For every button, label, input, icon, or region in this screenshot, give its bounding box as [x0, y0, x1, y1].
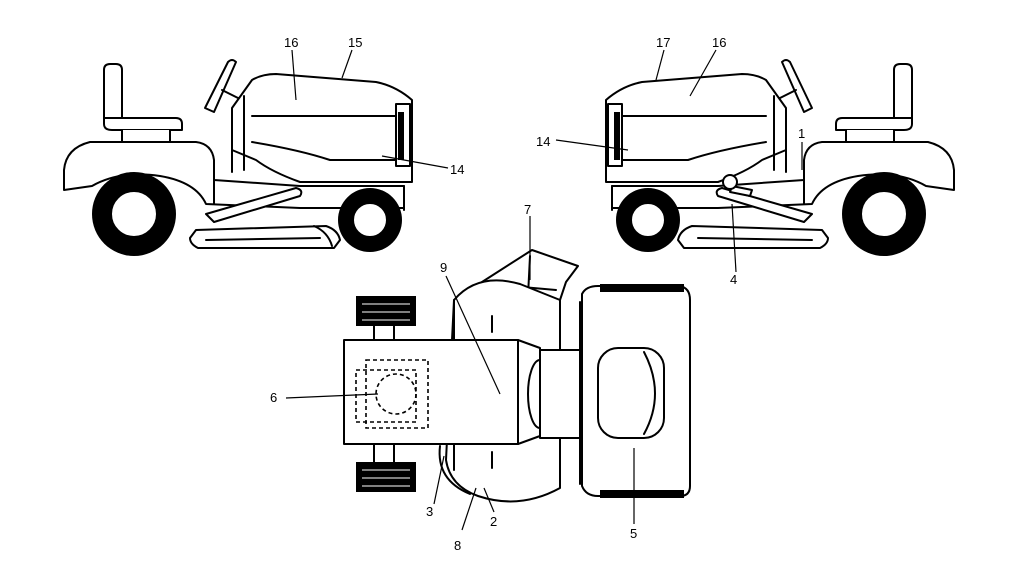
- callout-9-top: 9: [440, 260, 447, 275]
- callout-5-top: 5: [630, 526, 637, 541]
- callout-2-top: 2: [490, 514, 497, 529]
- front-wheel-left: [338, 188, 402, 252]
- callout-14-left: 14: [450, 162, 464, 177]
- callout-6-top: 6: [270, 390, 277, 405]
- tractor-top-view: 7 9 6 3 8 2 5: [270, 202, 691, 553]
- rear-wheel-right: [842, 172, 926, 256]
- callout-8-top: 8: [454, 538, 461, 553]
- callout-14-right: 14: [536, 134, 550, 149]
- rear-wheel-left: [92, 172, 176, 256]
- seat-left: [103, 63, 183, 143]
- mower-deck-right: [677, 225, 829, 249]
- mower-deck-left: [189, 225, 341, 249]
- callout-16-left: 16: [284, 35, 298, 50]
- front-tire-lower: [356, 462, 416, 492]
- callout-1-right: 1: [798, 126, 805, 141]
- callout-15-left: 15: [348, 35, 362, 50]
- seat-top: [597, 347, 665, 439]
- hood-right: [605, 73, 787, 183]
- seat-right: [835, 63, 913, 143]
- callout-3-top: 3: [426, 504, 433, 519]
- hood-top: [343, 339, 519, 445]
- callout-16-right: 16: [712, 35, 726, 50]
- callout-4-right: 4: [730, 272, 737, 287]
- hood-left: [231, 73, 413, 183]
- front-tire-upper: [356, 296, 416, 326]
- front-wheel-right: [616, 188, 680, 252]
- tractor-left-side-view: 16 15 14: [63, 35, 464, 256]
- callout-7-top: 7: [524, 202, 531, 217]
- callout-17-right: 17: [656, 35, 670, 50]
- tractor-right-side-view: 17 16 14 1 4: [536, 35, 955, 287]
